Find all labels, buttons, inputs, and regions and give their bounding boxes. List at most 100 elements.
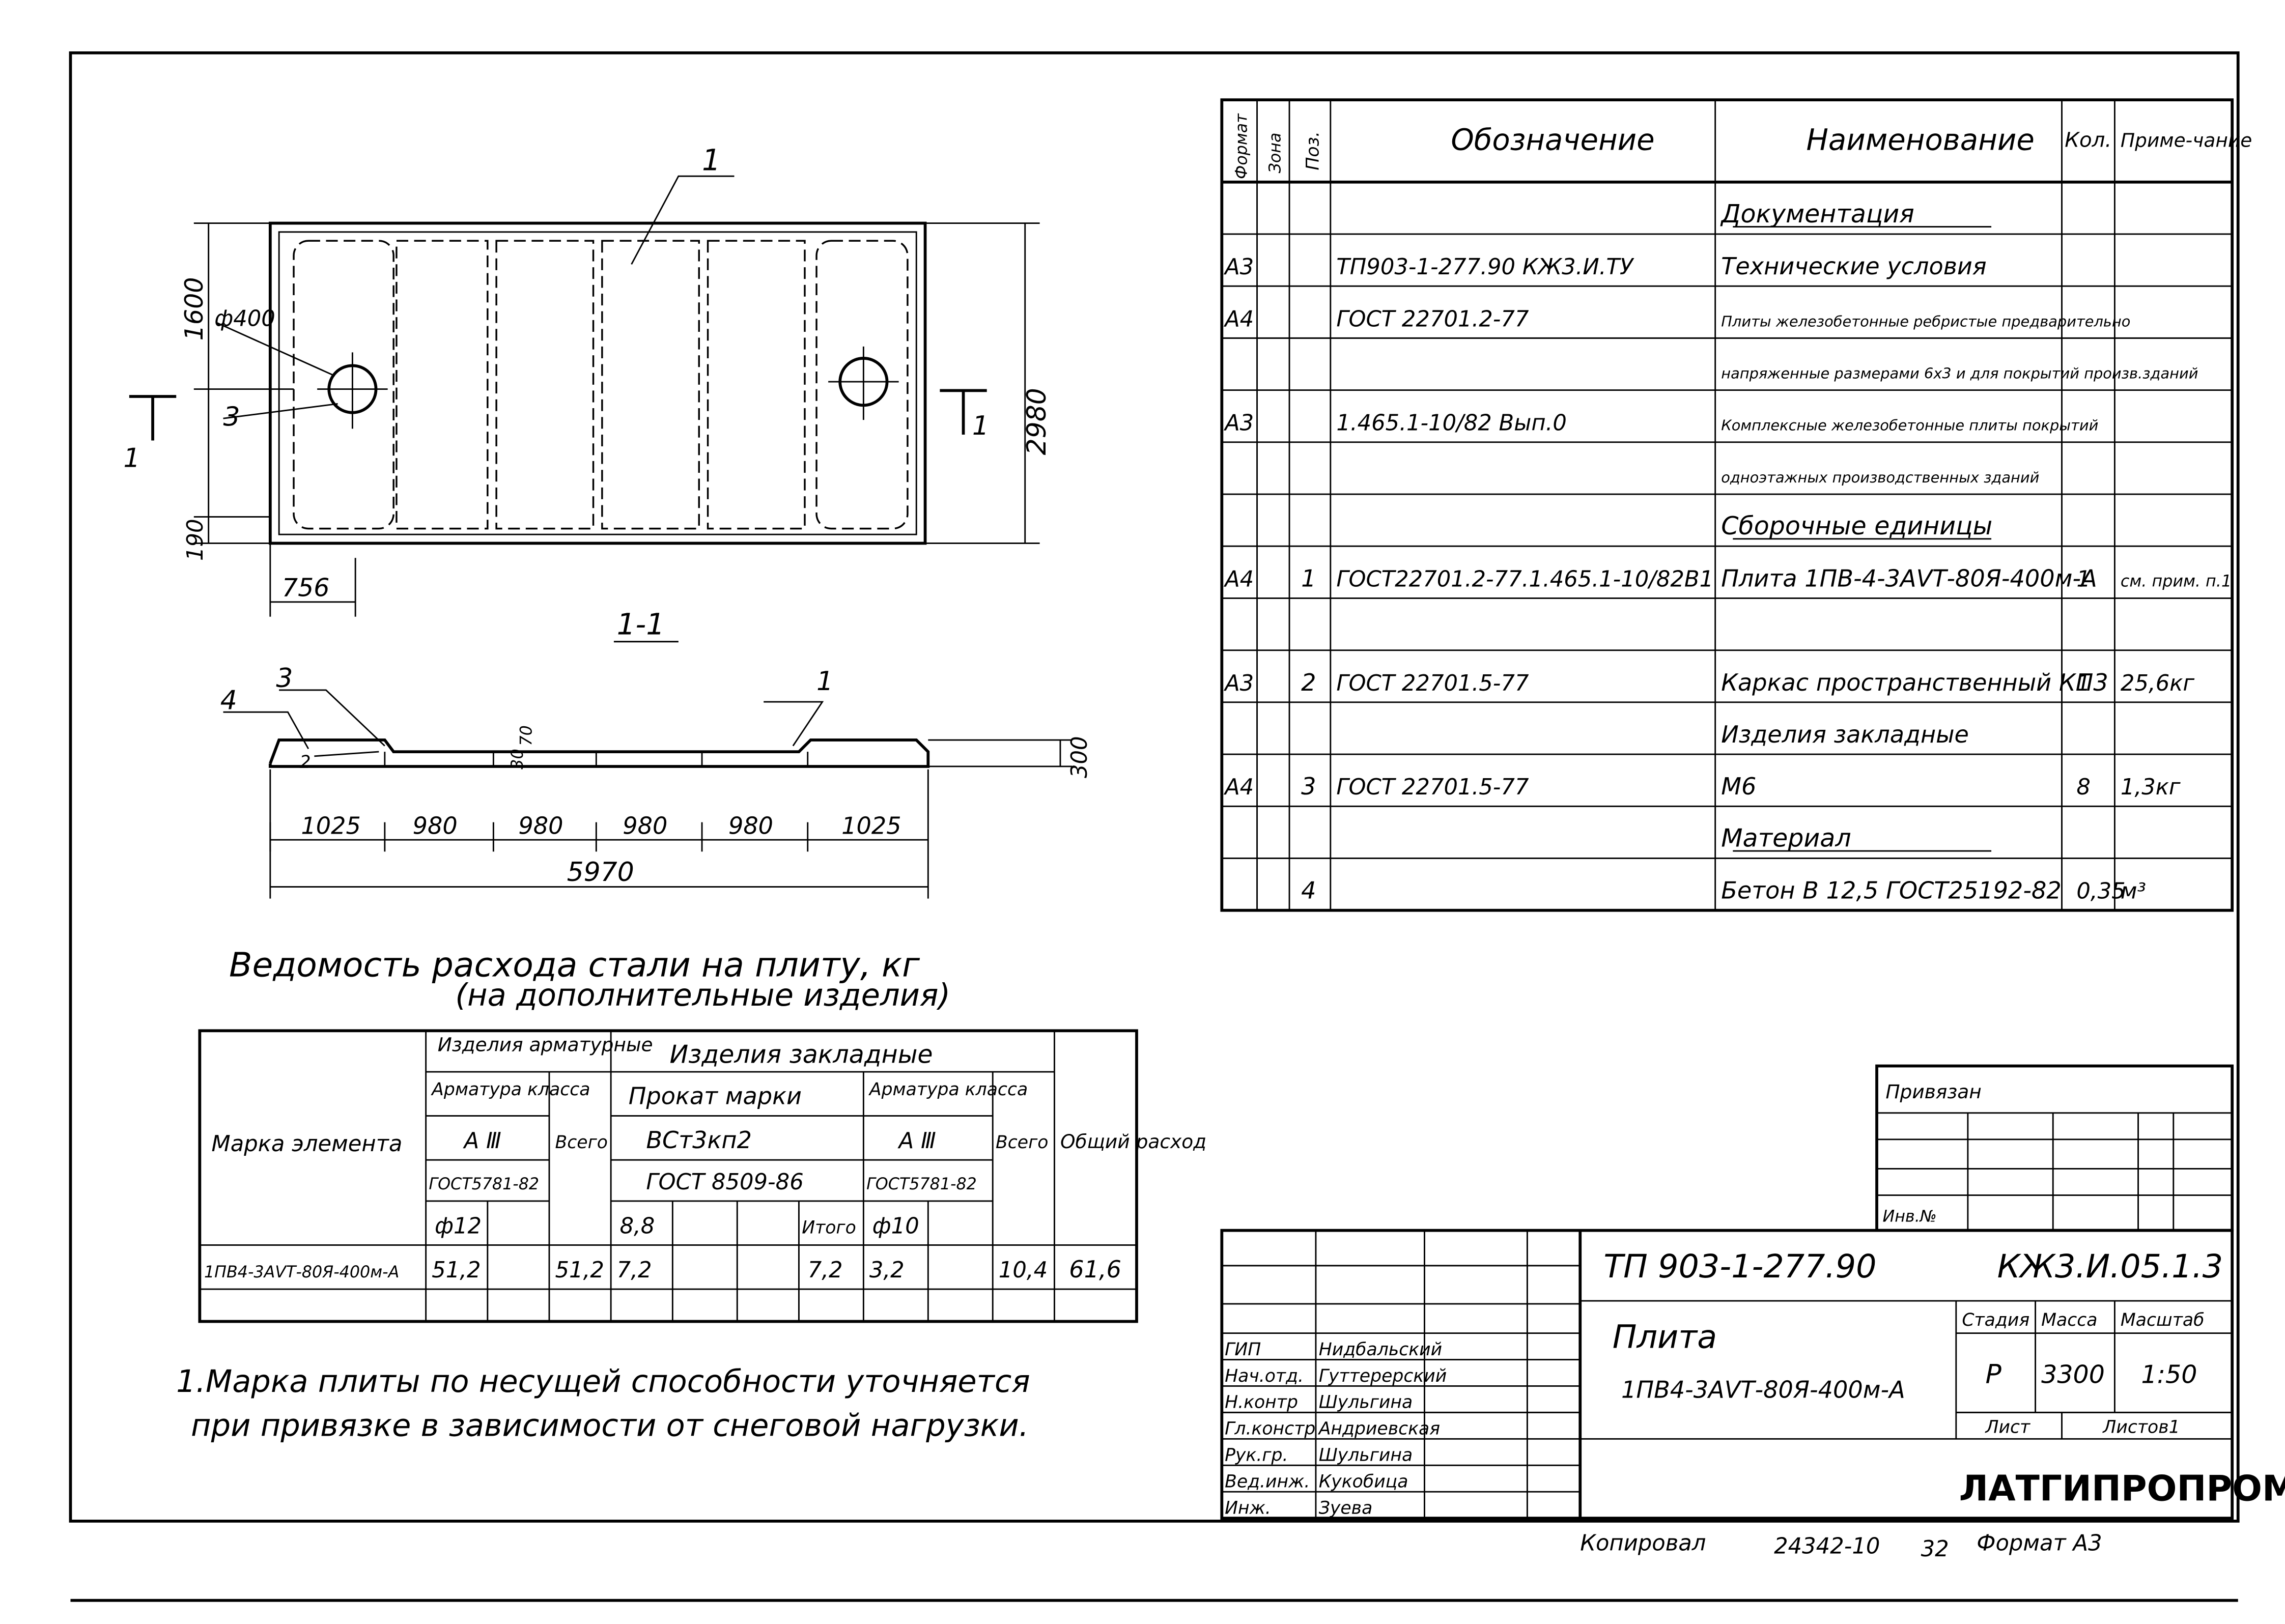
span-dim: 1025	[841, 812, 901, 840]
spec-header-name: Наименование	[1807, 122, 2035, 157]
stamp-role: Н.контр	[1225, 1392, 1298, 1413]
stage-label: Стадия	[1962, 1310, 2029, 1330]
sheet-label: Лист	[1985, 1417, 2031, 1438]
scale-label: Масштаб	[2121, 1310, 2204, 1330]
stamp-person: Гуттерерский	[1319, 1366, 1447, 1386]
stamp-code: ТП 903-1-277.90	[1603, 1247, 1876, 1285]
stamp-person: Шульгина	[1319, 1445, 1413, 1466]
row-general: 61,6	[1069, 1256, 1121, 1283]
spec-row-name: Плита 1ПВ-4-3АⅤТ-80Я-400м-А	[1721, 564, 2097, 592]
prokat-dia: 8,8	[619, 1213, 655, 1239]
spec-row-qty: 1	[2076, 566, 2091, 592]
rebar-total-header: Всего	[555, 1132, 608, 1153]
span-dim: 980	[413, 812, 458, 840]
embed-rebar-class-value: А Ⅲ	[897, 1128, 936, 1154]
spec-row-qty: 0,35	[2076, 879, 2125, 904]
footer-copied: Копировал	[1580, 1531, 1706, 1556]
section-profile	[268, 738, 930, 768]
footer-format: Формат А3	[1977, 1531, 2102, 1556]
stamp-person: Зуева	[1319, 1498, 1373, 1518]
dim-300: 300	[1067, 736, 1092, 778]
spec-row-designation: ТП903-1-277.90 КЖ3.И.ТУ	[1336, 254, 1634, 280]
spec-row-name: Изделия закладные	[1721, 721, 1969, 748]
itogo-header: Итого	[802, 1217, 856, 1238]
stamp-role: Инж.	[1225, 1498, 1271, 1518]
span-dim: 1025	[301, 812, 360, 840]
spec-row-name: Документация	[1720, 199, 1914, 229]
spec-row-format: А3	[1223, 411, 1254, 436]
embed-rebar-dia: ф10	[872, 1213, 919, 1239]
rebar-gost: ГОСТ5781-82	[429, 1175, 539, 1193]
row-prokat: 7,2	[617, 1258, 652, 1283]
section-title: 1-1	[617, 607, 665, 641]
row-itogo: 7,2	[808, 1258, 843, 1283]
row-rebar-total: 51,2	[555, 1258, 604, 1283]
stamp-person: Андриевская	[1318, 1419, 1440, 1439]
spec-row-pos: 3	[1301, 773, 1316, 800]
embed-rebar-class-header: Арматура класса	[868, 1079, 1028, 1100]
embed-total-header: Всего	[996, 1132, 1048, 1153]
spec-row-pos: 1	[1301, 564, 1316, 592]
spec-row-designation: ГОСТ 22701.5-77	[1336, 775, 1529, 800]
dim-2980: 2980	[1022, 388, 1052, 455]
spec-row-name: Бетон В 12,5 ГОСТ25192-82	[1721, 877, 2062, 904]
rib-3	[601, 240, 700, 530]
span-dim: 980	[623, 812, 667, 840]
spec-row-name: Каркас пространственный КП3	[1721, 669, 2108, 696]
spec-header-pos: Поз.	[1303, 131, 1323, 170]
dim-total: 5970	[567, 857, 634, 888]
section-mark-left: 1	[123, 443, 140, 473]
spec-header-qty: Кол.	[2065, 128, 2111, 152]
footer-number: 24342-10	[1774, 1533, 1880, 1559]
section-leader-1: 1	[816, 666, 833, 697]
rebar-class-value: А Ⅲ	[463, 1128, 501, 1154]
spec-row-note: 25,6кг	[2121, 671, 2194, 696]
org-name: ЛАТГИПРОПРОМ	[1959, 1468, 2285, 1509]
stamp-role: ГИП	[1225, 1340, 1261, 1360]
privyazan-label: Привязан	[1885, 1080, 1981, 1103]
sheet-frame	[69, 51, 2240, 1523]
spec-row-name: Сборочные единицы	[1721, 511, 1992, 540]
stamp-person: Нидбальский	[1319, 1340, 1442, 1360]
dim-70: 70	[517, 725, 535, 746]
inv-label: Инв.№	[1883, 1207, 1937, 1226]
stamp-title: Плита	[1613, 1318, 1717, 1355]
general-header: Общий расход	[1060, 1130, 1206, 1153]
footer-page: 32	[1921, 1536, 1949, 1562]
prokat-value: ВСт3кп2	[646, 1126, 752, 1154]
spec-row-qty: 1	[2076, 671, 2091, 696]
spec-row-pos: 2	[1301, 669, 1316, 696]
section-leader-2: 2	[300, 752, 311, 773]
spec-header-designation: Обозначение	[1451, 122, 1654, 157]
spec-row-name: Технические условия	[1721, 252, 1986, 280]
steel-table-title: Ведомость расхода стали на плиту, кг	[229, 945, 920, 985]
row-embed-rebar: 3,2	[869, 1258, 905, 1283]
section-leader-3: 3	[276, 663, 293, 694]
spec-row-format: А3	[1223, 254, 1254, 280]
section-mark-right: 1	[972, 411, 989, 441]
row-rebar: 51,2	[432, 1258, 481, 1283]
plan-view: 1 3 ф400 1600 190 2980 756 1 1	[123, 143, 1052, 617]
stamp-role: Нач.отд.	[1225, 1366, 1304, 1386]
steel-table-subtitle: (на дополнительные изделия)	[455, 978, 950, 1013]
span-dim: 980	[728, 812, 773, 840]
scale-value: 1:50	[2141, 1360, 2197, 1389]
spec-row-pos: 4	[1301, 877, 1316, 904]
note-line-2: при привязке в зависимости от снеговой н…	[191, 1408, 1029, 1444]
spec-row-designation: ГОСТ22701.2-77.1.465.1-10/82В1	[1336, 566, 1713, 592]
plan-leader-3: 3	[223, 402, 240, 433]
spec-row-name: Материал	[1721, 823, 1851, 852]
spec-header-format: Формат	[1232, 113, 1251, 179]
rib-2	[495, 240, 595, 530]
mass-value: 3300	[2041, 1360, 2105, 1389]
spec-header-zone: Зона	[1266, 133, 1285, 174]
spec-row-note: м³	[2121, 879, 2146, 904]
slab-inner	[278, 231, 917, 535]
spec-row-note: 1,3кг	[2121, 775, 2181, 800]
